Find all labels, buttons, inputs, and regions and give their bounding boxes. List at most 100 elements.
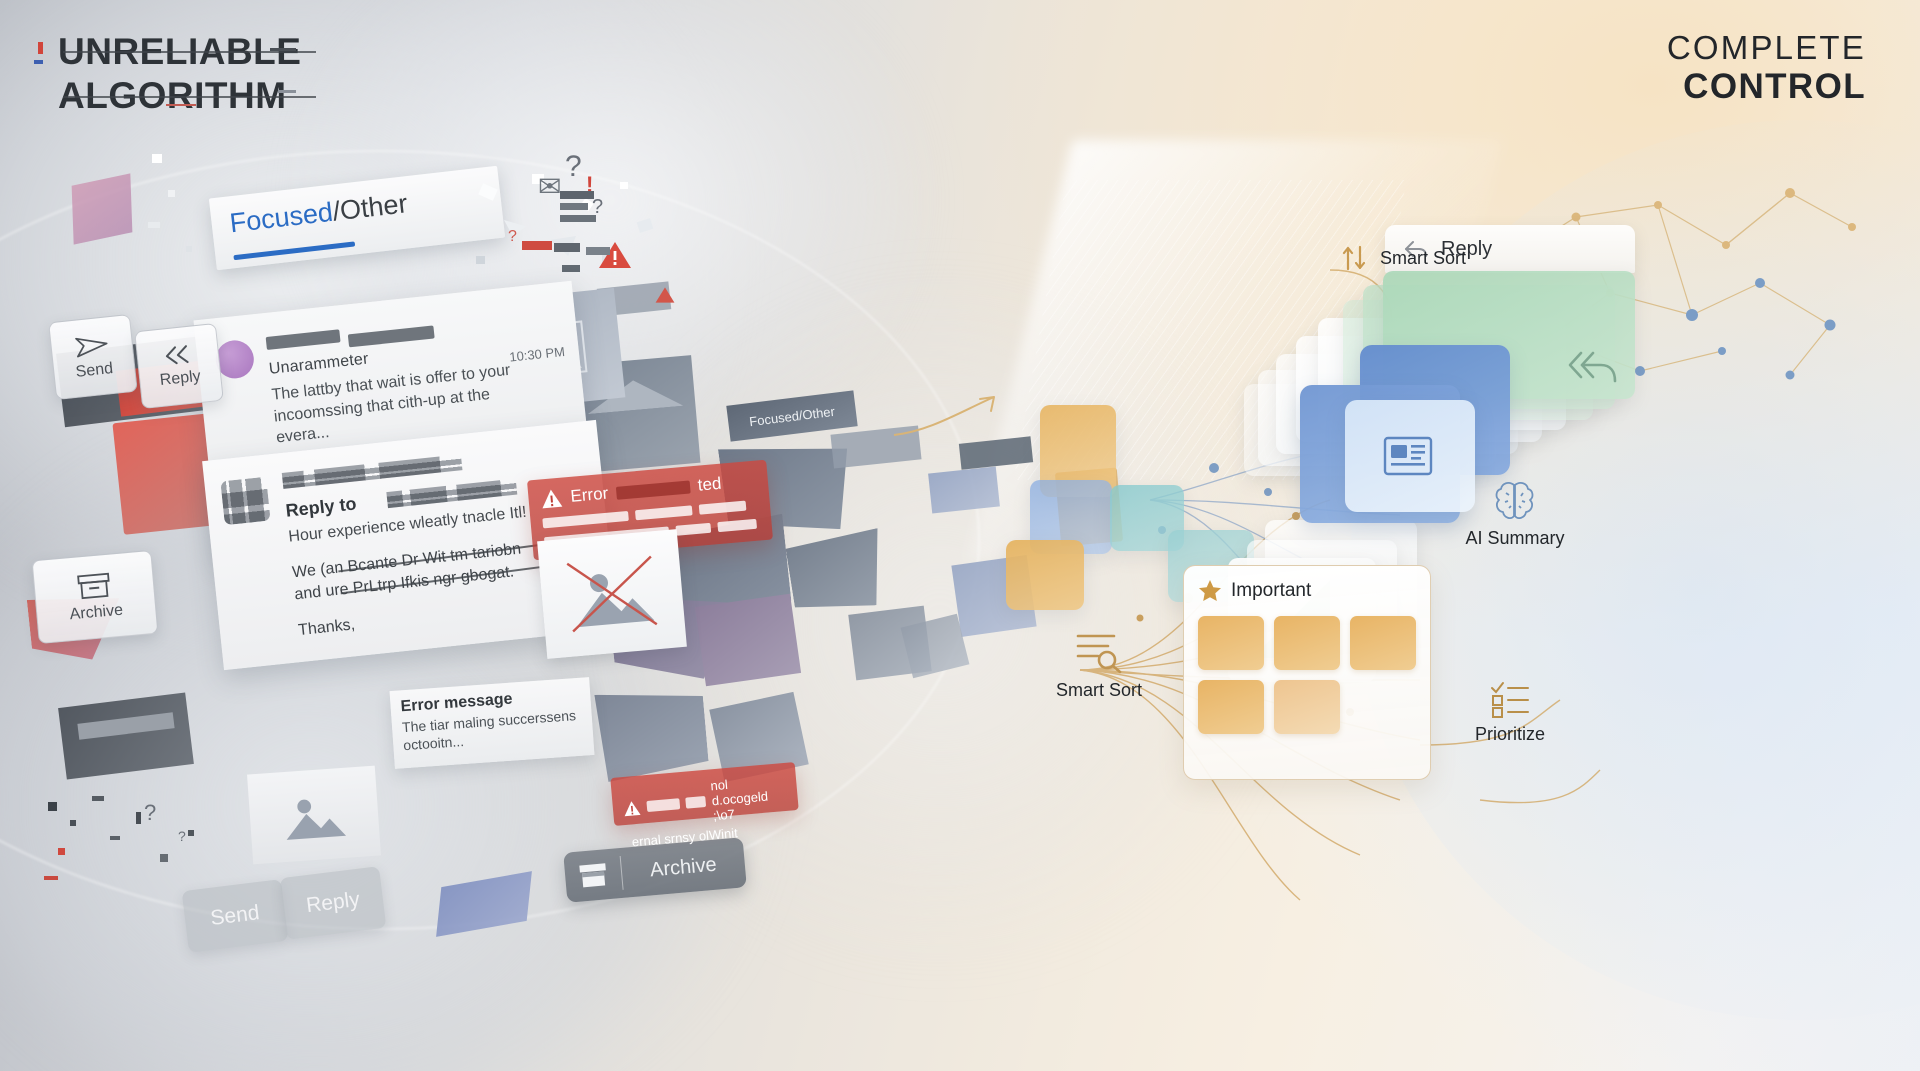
reply-all-icon-large (1568, 351, 1617, 383)
error-message-card: Error message The tiar maling succerssen… (389, 677, 595, 769)
important-tile-grid (1198, 616, 1416, 734)
shard-blue-1 (436, 871, 532, 937)
question-mark-glyph-5: ? (178, 828, 186, 844)
reply-tab-label: Reply (1441, 237, 1493, 260)
important-tile[interactable] (1198, 680, 1264, 734)
transition-card-gold-2 (1006, 540, 1084, 610)
feature-prioritize-label: Prioritize (1474, 724, 1545, 744)
reply-arrow-icon (1405, 241, 1427, 257)
feature-smart-sort-bottom[interactable]: Smart Sort (1035, 630, 1163, 701)
newsletter-icon (1383, 436, 1433, 476)
reply-closing: Thanks, (297, 616, 356, 640)
question-mark-glyph-2: ? (592, 196, 604, 218)
exclaim-glyph-1: ! (586, 172, 594, 197)
title-glitch-fragments (34, 36, 306, 120)
archive-dark-label: Archive (649, 853, 718, 881)
envelope-glyph: ✉ (538, 171, 562, 202)
tab-focused[interactable]: Focused (228, 196, 335, 239)
error-banner-primary: Error ted (526, 459, 774, 561)
pixelated-avatar (220, 476, 271, 526)
pixelated-header-line (281, 454, 463, 489)
newsletter-card-front[interactable] (1345, 400, 1475, 512)
flow-arrow-icon (893, 396, 995, 436)
question-mark-glyph-1: ? (565, 150, 582, 183)
question-mark-glyph-3: ? (508, 228, 517, 245)
warning-triangle-icon (542, 489, 563, 509)
error-detail-bar-6 (717, 518, 757, 533)
shard-slate-5 (785, 528, 890, 618)
warning-triangle-icon-small (624, 800, 641, 816)
feature-ai-summary[interactable]: AI Summary (1450, 480, 1580, 549)
error-banner-secondary: nol d.ocogeld ;\o7 ernal srnsy olWinit (610, 762, 799, 849)
glitch-text-debris (522, 185, 720, 295)
email-timestamp: 10:30 PM (508, 343, 566, 365)
send-button-label: Send (74, 360, 114, 381)
reply-tab[interactable]: Reply (1385, 225, 1635, 273)
important-tile[interactable] (1198, 616, 1264, 670)
broken-image-card (537, 529, 687, 659)
focused-other-tab-bar[interactable]: Focused/Other (208, 165, 506, 271)
mountain-icon-2 (286, 799, 347, 840)
title-left-line2: ALGORITHM (58, 74, 317, 118)
reply-all-icon (165, 345, 189, 365)
shard-slate-7 (594, 685, 709, 782)
feature-ai-summary-label: AI Summary (1465, 528, 1565, 548)
archive-button[interactable]: Archive (31, 549, 159, 645)
error-detail-bar-5 (675, 522, 712, 536)
important-panel-title: Important (1231, 579, 1312, 601)
title-right-line2: CONTROL (1683, 66, 1866, 106)
ghost-reply-label: Reply (304, 887, 361, 918)
reply-button-label: Reply (159, 367, 202, 390)
shard-blue-3 (928, 466, 1000, 514)
redacted-subject-bar-1 (265, 329, 341, 350)
email-sender: Unarammeter (268, 350, 370, 378)
broken-image-content (537, 529, 687, 659)
page-title-right: COMPLETE CONTROL (1667, 29, 1866, 106)
error-banner2-line1: nol d.ocogeld ;\o7 (709, 776, 769, 824)
broken-image-icon (566, 555, 658, 633)
important-panel[interactable]: Important (1183, 565, 1431, 780)
tab-active-indicator (233, 241, 356, 261)
archive-box-icon (77, 572, 110, 600)
archive-button-dark[interactable]: Archive (563, 837, 747, 903)
redacted-recipient (386, 478, 518, 509)
star-icon (1199, 580, 1221, 601)
redacted-subject-bar-2 (347, 325, 435, 348)
tab-other[interactable]: Other (338, 188, 409, 226)
title-left-line1: UNRELIABLE (58, 31, 317, 72)
bottom-dust-particles (40, 790, 230, 900)
feature-smart-sort-top-label: Smart Sort (1380, 247, 1467, 268)
left-dust-particles (146, 150, 236, 270)
ghost-reply-button[interactable]: Reply (279, 866, 387, 940)
important-tile[interactable] (1350, 616, 1416, 670)
sort-search-icon (1076, 634, 1122, 674)
ghost-send-label: Send (209, 901, 261, 930)
error-banner-prefix: Error (569, 483, 609, 506)
warning-triangle-glyph-1 (599, 242, 631, 268)
error2-redaction-1 (646, 798, 680, 813)
chaos-cluster: Focused/Other Focused/Other ? ? ? ? ? ✉ (0, 150, 1124, 953)
broken-image-card-2 (247, 765, 381, 865)
important-tile[interactable] (1274, 680, 1340, 734)
important-tile[interactable] (1274, 616, 1340, 670)
paper-plane-icon (75, 337, 108, 358)
reply-button[interactable]: Reply (134, 322, 224, 410)
page-title-left: UNRELIABLE ALGORITHM (58, 30, 317, 118)
reply-to-label: Reply to (284, 493, 358, 521)
shard-purple-2 (694, 593, 802, 687)
feature-smart-sort-bottom-label: Smart Sort (1055, 680, 1143, 700)
checklist-icon (1491, 682, 1529, 718)
important-panel-header: Important (1198, 579, 1416, 602)
sort-arrows-icon (1342, 245, 1366, 271)
shard-pink-1 (71, 173, 133, 245)
question-mark-glyph-4: ? (144, 800, 157, 825)
brain-icon (1495, 482, 1534, 519)
feature-prioritize[interactable]: Prioritize (1450, 680, 1570, 745)
broken-image-content-2 (247, 766, 381, 865)
send-button[interactable]: Send (48, 313, 138, 401)
archive-box-icon-dark (564, 860, 622, 891)
warning-triangle-glyph-2 (655, 287, 675, 303)
error-banner-suffix: ted (696, 473, 723, 495)
feature-smart-sort-top[interactable]: Smart Sort (1340, 245, 1466, 271)
